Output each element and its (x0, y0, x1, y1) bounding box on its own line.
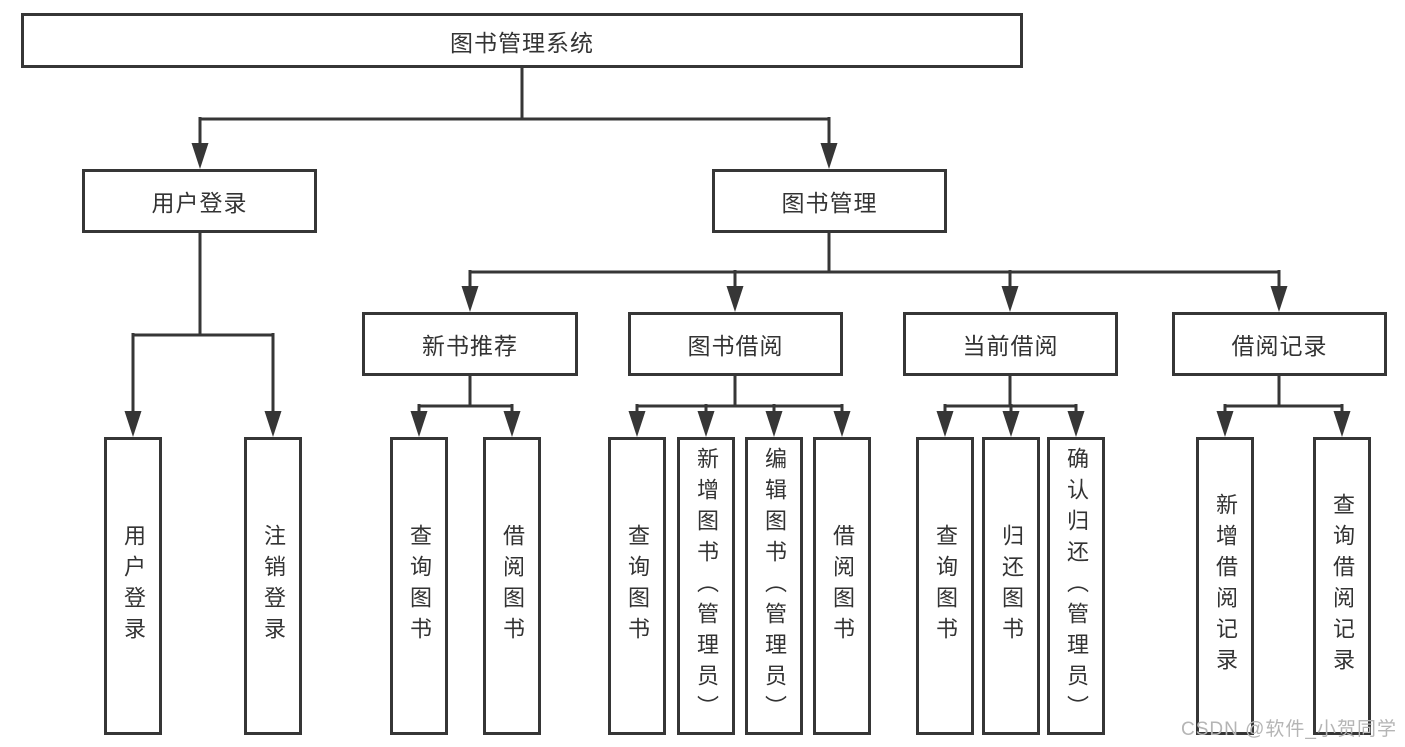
leaf-user-login: 用户登录 (104, 437, 162, 735)
leaf-br-query-record-label: 查询借阅记录 (1330, 493, 1355, 679)
leaf-bb-query-books: 查询图书 (608, 437, 666, 735)
leaf-rec-query-books: 查询图书 (390, 437, 448, 735)
connector-book-borrow-to-leaves (628, 376, 851, 437)
connector-root-to-level2 (191, 68, 838, 169)
leaf-logout-label: 注销登录 (261, 524, 286, 648)
leaf-rec-query-books-label: 查询图书 (407, 524, 432, 648)
leaf-user-login-label: 用户登录 (121, 524, 146, 648)
leaf-br-add-record: 新增借阅记录 (1196, 437, 1254, 735)
leaf-bb-borrow-books: 借阅图书 (813, 437, 871, 735)
leaf-logout: 注销登录 (244, 437, 302, 735)
leaf-bb-edit-books-admin: 编辑图书（管理员） (745, 437, 803, 735)
node-current-borrow: 当前借阅 (903, 312, 1118, 376)
connector-current-borrow-to-leaves (936, 376, 1085, 437)
leaf-cb-confirm-return-admin: 确认归还（管理员） (1047, 437, 1105, 735)
connector-book-mgmt-to-level3 (461, 233, 1288, 312)
leaf-cb-query-books-label: 查询图书 (933, 524, 958, 648)
leaf-bb-borrow-books-label: 借阅图书 (830, 524, 855, 648)
leaf-bb-add-books-admin-label: 新增图书（管理员） (694, 446, 719, 726)
node-book-management: 图书管理 (712, 169, 947, 233)
leaf-cb-return-books: 归还图书 (982, 437, 1040, 735)
connector-user-login-to-leaves (124, 233, 282, 437)
watermark: CSDN @软件_小贺同学 (1181, 719, 1397, 740)
node-borrow-record: 借阅记录 (1172, 312, 1387, 376)
connector-new-book-rec-to-leaves (410, 376, 521, 437)
leaf-rec-borrow-books: 借阅图书 (483, 437, 541, 735)
leaf-bb-query-books-label: 查询图书 (625, 524, 650, 648)
leaf-cb-query-books: 查询图书 (916, 437, 974, 735)
leaf-bb-add-books-admin: 新增图书（管理员） (677, 437, 735, 735)
leaf-bb-edit-books-admin-label: 编辑图书（管理员） (762, 446, 787, 726)
leaf-cb-return-books-label: 归还图书 (999, 524, 1024, 648)
leaf-cb-confirm-return-admin-label: 确认归还（管理员） (1064, 446, 1089, 726)
leaf-rec-borrow-books-label: 借阅图书 (500, 524, 525, 648)
connector-borrow-record-to-leaves (1216, 376, 1351, 437)
node-book-borrow: 图书借阅 (628, 312, 843, 376)
leaf-br-query-record: 查询借阅记录 (1313, 437, 1371, 735)
node-new-book-recommend: 新书推荐 (362, 312, 578, 376)
node-root-library-system: 图书管理系统 (21, 13, 1023, 68)
leaf-br-add-record-label: 新增借阅记录 (1213, 493, 1238, 679)
node-user-login: 用户登录 (82, 169, 317, 233)
